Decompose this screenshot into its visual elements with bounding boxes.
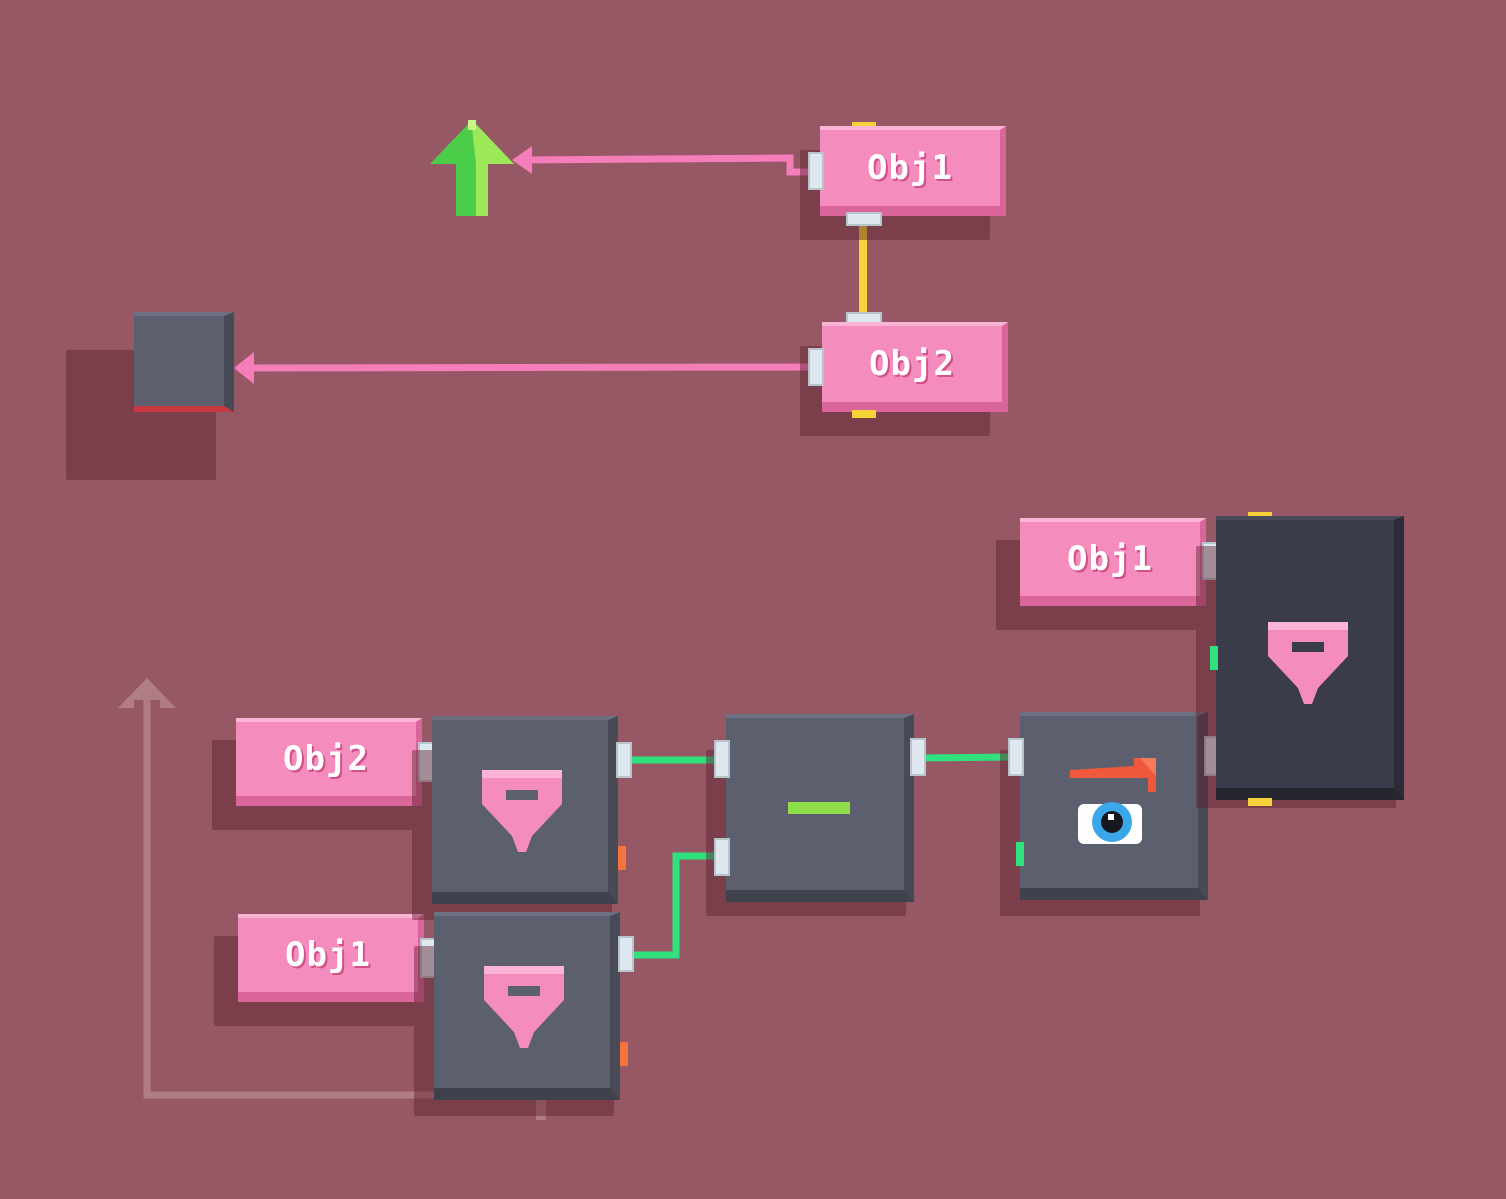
position-block-a[interactable] xyxy=(432,716,618,904)
obj2-variable-block-left[interactable]: Obj2 xyxy=(236,718,422,806)
ghost-axis-tick xyxy=(536,1098,546,1120)
obj1-top-bottom-port[interactable] xyxy=(846,212,882,226)
ghost-axis-wire xyxy=(143,700,540,1099)
obj1-variable-block-top[interactable]: Obj1 xyxy=(820,126,1006,216)
subtract-input-port-a[interactable] xyxy=(714,740,730,778)
minus-to-look-wire xyxy=(919,753,1017,762)
map-pin-icon xyxy=(484,966,564,1048)
dark-block-bottom-tab xyxy=(1248,798,1272,806)
green-up-arrow-icon[interactable] xyxy=(426,118,518,220)
subtract-output-port[interactable] xyxy=(910,738,926,776)
position-block-a-side-tab xyxy=(618,846,626,870)
position-block-b-side-tab xyxy=(620,1042,628,1066)
position-block-tall[interactable] xyxy=(1216,516,1404,800)
minus-icon xyxy=(788,802,850,814)
obj1-obj2-link-wire xyxy=(859,222,867,322)
obj1-variable-block-left[interactable]: Obj1 xyxy=(238,914,424,1002)
obj1-variable-block-right[interactable]: Obj1 xyxy=(1020,518,1206,606)
subtract-input-port-b[interactable] xyxy=(714,838,730,876)
obj2-top-input-port[interactable] xyxy=(808,348,824,386)
look-at-input-port[interactable] xyxy=(1008,738,1024,776)
subtract-block[interactable] xyxy=(726,714,914,902)
look-at-block[interactable] xyxy=(1020,712,1208,900)
look-at-side-tab xyxy=(1016,842,1024,866)
position-block-b[interactable] xyxy=(434,912,620,1100)
ghost-axis-arrowhead xyxy=(118,678,176,708)
target-cube[interactable] xyxy=(134,312,234,412)
pin-to-minus-wire-b xyxy=(628,852,722,959)
position-block-b-output-port[interactable] xyxy=(618,936,634,972)
obj1-to-arrow-wire-head xyxy=(512,146,532,174)
obj2-to-cube-wire-head xyxy=(234,352,254,384)
map-pin-icon xyxy=(1268,622,1348,704)
obj2-variable-block-top[interactable]: Obj2 xyxy=(822,322,1008,412)
map-pin-icon xyxy=(482,770,562,852)
obj1-to-arrow-wire xyxy=(519,154,812,176)
obj2-to-cube-wire xyxy=(239,363,813,372)
obj1-top-input-port[interactable] xyxy=(808,152,824,190)
obj2-top-tab xyxy=(852,410,876,418)
position-block-a-output-port[interactable] xyxy=(616,742,632,778)
dark-block-side-tab xyxy=(1210,646,1218,670)
eye-with-arrow-icon xyxy=(1070,758,1156,844)
